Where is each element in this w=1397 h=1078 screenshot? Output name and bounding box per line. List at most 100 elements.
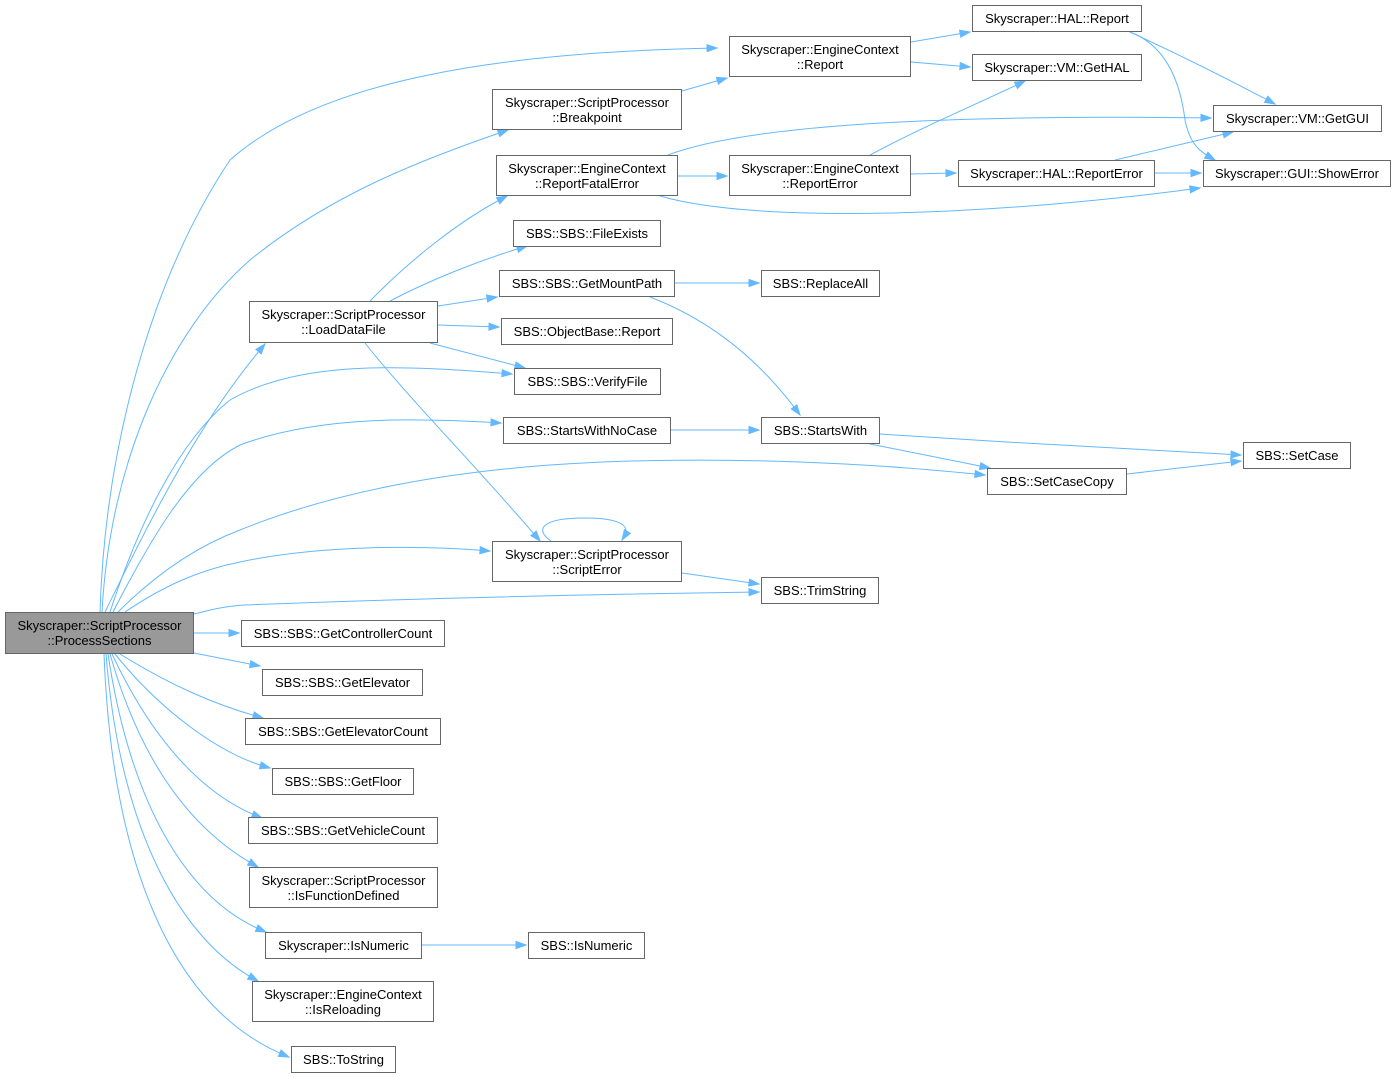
edge-report-fatal-error-to-gui-show-error	[659, 187, 1201, 215]
node-script-error[interactable]: Skyscraper::ScriptProcessor ::ScriptErro…	[492, 541, 682, 582]
node-hal-report-error[interactable]: Skyscraper::HAL::ReportError	[958, 160, 1155, 187]
node-label-line: ::ReportError	[782, 175, 858, 191]
node-sbs-is-numeric[interactable]: SBS::IsNumeric	[528, 932, 645, 959]
node-label-line: Skyscraper::ScriptProcessor	[505, 546, 669, 562]
edge-hal-report-to-vm-getgui	[1129, 31, 1276, 105]
edge-arrowhead	[488, 322, 501, 331]
node-get-vehicle-count[interactable]: SBS::SBS::GetVehicleCount	[248, 817, 438, 844]
node-label-line: Skyscraper::VM::GetHAL	[984, 60, 1130, 75]
edge-load-data-file-to-script-error	[364, 342, 541, 542]
edge-arrowhead	[246, 972, 260, 982]
node-starts-with[interactable]: SBS::StartsWith	[761, 417, 880, 444]
node-label-line: Skyscraper::ScriptProcessor	[17, 618, 182, 633]
edge-arrowhead	[1230, 458, 1243, 467]
node-skyscraper-is-numeric[interactable]: Skyscraper::IsNumeric	[265, 932, 422, 959]
edge-engine-report-error-to-vm-gethal	[869, 80, 1026, 156]
node-label-line: ::ProcessSections	[47, 633, 152, 648]
node-label-line: Skyscraper::VM::GetGUI	[1225, 111, 1370, 126]
node-get-mount-path[interactable]: SBS::SBS::GetMountPath	[499, 270, 675, 297]
edge-arrowhead	[790, 404, 801, 417]
node-label-line: SBS::SBS::GetControllerCount	[253, 626, 433, 641]
edge-process-sections-to-get-elevator-count	[119, 653, 264, 719]
node-label-line: SBS::StartsWithNoCase	[516, 423, 658, 438]
edge-arrowhead	[748, 578, 761, 587]
edge-hal-report-to-gui-show-error	[1129, 31, 1216, 161]
node-to-string[interactable]: SBS::ToString	[291, 1046, 396, 1073]
edge-arrowhead	[248, 659, 262, 669]
node-label-line: SBS::SBS::GetElevatorCount	[258, 724, 428, 739]
node-process-sections: Skyscraper::ScriptProcessor ::ProcessSec…	[5, 612, 194, 654]
node-label-line: Skyscraper::ScriptProcessor	[261, 307, 426, 322]
node-label-line: Skyscraper::IsNumeric	[278, 938, 409, 953]
node-engine-context-report-error[interactable]: Skyscraper::EngineContext ::ReportError	[729, 155, 911, 196]
node-label-line: ::LoadDataFile	[301, 322, 386, 337]
node-load-data-file[interactable]: Skyscraper::ScriptProcessor ::LoadDataFi…	[249, 301, 438, 343]
node-vm-getgui[interactable]: Skyscraper::VM::GetGUI	[1213, 105, 1382, 132]
node-label-line: ::Report	[796, 56, 844, 72]
edge-process-sections-to-verify-file	[109, 367, 513, 613]
node-is-function-defined[interactable]: Skyscraper::ScriptProcessor ::IsFunction…	[249, 867, 438, 908]
edge-process-sections-to-skyscraper-is-numeric	[107, 653, 267, 933]
edge-process-sections-to-breakpoint	[101, 129, 509, 613]
node-replace-all[interactable]: SBS::ReplaceAll	[761, 270, 880, 297]
node-trim-string[interactable]: SBS::TrimString	[761, 577, 879, 604]
node-label-line: ::Breakpoint	[552, 109, 622, 125]
node-label-line: Skyscraper::HAL::ReportError	[970, 166, 1143, 181]
edge-process-sections-to-is-reloading	[105, 653, 259, 982]
node-label-line: Skyscraper::HAL::Report	[985, 11, 1129, 26]
edge-arrowhead	[1230, 450, 1243, 459]
node-is-reloading[interactable]: Skyscraper::EngineContext ::IsReloading	[252, 981, 434, 1022]
node-report-fatal-error[interactable]: Skyscraper::EngineContext ::ReportFatalE…	[496, 155, 678, 196]
edge-arrowhead	[974, 469, 987, 479]
edge-starts-with-to-set-case	[879, 433, 1242, 456]
edge-process-sections-to-get-floor	[114, 653, 271, 769]
node-verify-file[interactable]: SBS::SBS::VerifyFile	[514, 368, 661, 395]
node-label-line: SBS::ToString	[303, 1052, 384, 1067]
node-label-line: SBS::StartsWith	[773, 423, 868, 438]
node-label-line: Skyscraper::GUI::ShowError	[1215, 166, 1379, 181]
edge-arrowhead	[254, 924, 268, 933]
node-label-line: SBS::SBS::GetVehicleCount	[260, 823, 426, 838]
node-label-line: SBS::ReplaceAll	[772, 276, 869, 291]
node-get-controller-count[interactable]: SBS::SBS::GetControllerCount	[241, 620, 445, 647]
edge-arrowhead	[748, 278, 761, 288]
edge-hal-report-error-to-vm-getgui	[1114, 131, 1234, 161]
node-label-line: Skyscraper::ScriptProcessor	[261, 872, 426, 888]
node-label-line: SBS::SetCaseCopy	[1000, 474, 1114, 489]
node-get-floor[interactable]: SBS::SBS::GetFloor	[272, 768, 414, 795]
node-object-base-report[interactable]: SBS::ObjectBase::Report	[501, 318, 673, 345]
node-script-processor-breakpoint[interactable]: Skyscraper::ScriptProcessor ::Breakpoint	[492, 89, 682, 130]
edge-arrowhead	[1013, 80, 1027, 90]
edge-arrowhead	[255, 342, 266, 355]
node-label-line: ::ScriptError	[552, 561, 622, 577]
edge-arrowhead	[706, 44, 719, 53]
node-file-exists[interactable]: SBS::SBS::FileExists	[513, 220, 661, 247]
edge-arrowhead	[529, 530, 541, 543]
node-engine-context-report[interactable]: Skyscraper::EngineContext ::Report	[729, 36, 911, 77]
node-label-line: SBS::SBS::GetFloor	[284, 774, 402, 789]
edge-process-sections-to-get-elevator	[193, 652, 261, 667]
edge-arrowhead	[228, 628, 241, 638]
edge-arrowhead	[958, 29, 972, 38]
edge-arrowhead	[716, 171, 729, 181]
node-get-elevator-count[interactable]: SBS::SBS::GetElevatorCount	[245, 718, 441, 745]
node-starts-with-no-case[interactable]: SBS::StartsWithNoCase	[503, 417, 671, 444]
edge-arrowhead	[1189, 185, 1202, 194]
node-set-case-copy[interactable]: SBS::SetCaseCopy	[987, 468, 1127, 495]
edge-process-sections-to-engine-report	[99, 47, 718, 613]
node-label-line: ::IsFunctionDefined	[287, 887, 400, 903]
edge-arrowhead	[1190, 168, 1203, 178]
edge-arrowhead	[1203, 151, 1217, 161]
edge-arrowhead	[490, 418, 503, 427]
node-label-line: SBS::SBS::GetMountPath	[511, 276, 663, 291]
node-get-elevator[interactable]: SBS::SBS::GetElevator	[262, 669, 423, 696]
node-set-case[interactable]: SBS::SetCase	[1243, 442, 1351, 469]
node-vm-gethal[interactable]: Skyscraper::VM::GetHAL	[972, 54, 1142, 81]
node-label-line: Skyscraper::ScriptProcessor	[505, 94, 669, 110]
node-hal-report[interactable]: Skyscraper::HAL::Report	[972, 5, 1142, 32]
node-label-line: Skyscraper::EngineContext	[264, 986, 422, 1002]
node-gui-show-error[interactable]: Skyscraper::GUI::ShowError	[1203, 160, 1391, 187]
edge-arrowhead	[479, 545, 492, 555]
node-label-line: Skyscraper::EngineContext	[508, 160, 666, 176]
